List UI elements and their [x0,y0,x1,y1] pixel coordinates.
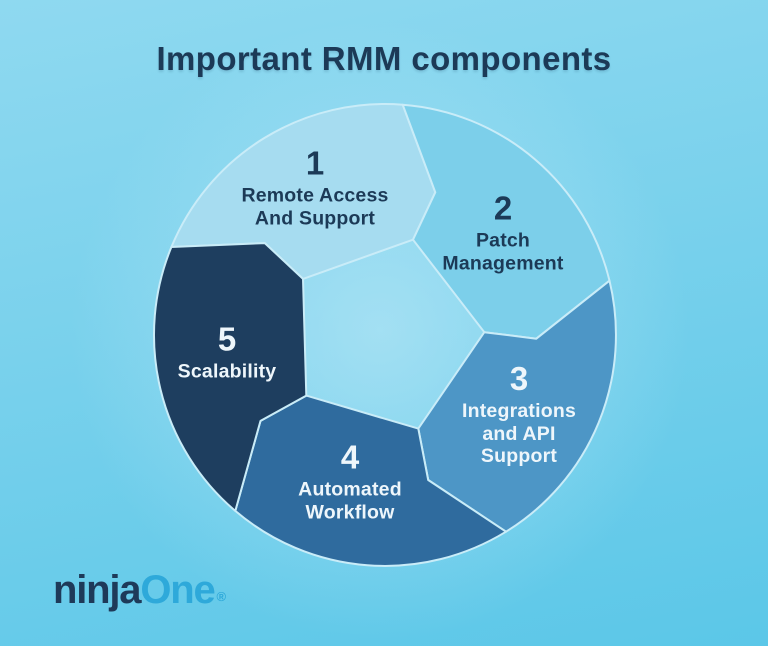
logo-one: One [140,568,215,612]
segment-5-shape [153,242,308,512]
ninjaone-logo: ninjaOne® [53,568,227,612]
registered-mark: ® [216,589,227,604]
page-title: Important RMM components [156,40,612,77]
segment-2-shape [401,103,611,340]
logo-ninja: ninja [53,568,142,612]
